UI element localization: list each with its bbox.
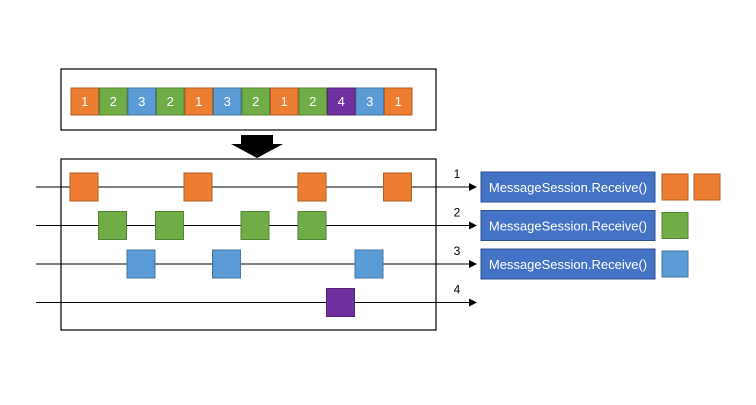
queue-message-label: 3 [366, 94, 373, 109]
queue-message-blue [213, 87, 242, 116]
session-message-green [98, 211, 127, 240]
queue-message-orange [184, 87, 213, 116]
session-message-orange [183, 172, 213, 202]
session-rows: 1MessageSession.Receive()2MessageSession… [36, 167, 721, 317]
session-message-blue [212, 249, 241, 279]
queue-message-green [298, 87, 327, 116]
queue-message-blue [127, 87, 156, 116]
queue-message-blue [355, 87, 384, 116]
queue-message-label: 2 [309, 94, 316, 109]
queue-message-green [99, 87, 128, 116]
receive-box [480, 248, 656, 280]
session-label: 2 [454, 206, 461, 220]
session-message-green [155, 211, 184, 240]
received-message-green [661, 212, 689, 239]
session-message-orange [383, 172, 412, 202]
queue-message-orange [384, 87, 413, 116]
queue-message-green [156, 87, 185, 116]
receive-label: MessageSession.Receive() [489, 257, 647, 272]
received-message-blue [661, 250, 689, 278]
queue-message-label: 3 [138, 94, 145, 109]
queue-message-label: 2 [167, 94, 174, 109]
session-label: 1 [454, 167, 461, 181]
queue-message-label: 3 [224, 94, 231, 109]
queue-message-label: 2 [110, 94, 117, 109]
receive-box [480, 171, 656, 203]
queue-message-label: 2 [252, 94, 259, 109]
queue-message-orange [70, 87, 99, 116]
queue-message-green [241, 87, 270, 116]
session-message-green [297, 211, 327, 240]
queue-message-label: 4 [338, 94, 345, 109]
session-message-purple [326, 288, 355, 317]
receive-box [480, 210, 656, 241]
queue-message-purple [327, 87, 356, 116]
session-label: 4 [454, 283, 461, 297]
queue-message-orange [270, 87, 299, 116]
down-arrow-icon [231, 135, 283, 158]
session-message-orange [69, 172, 99, 202]
session-message-blue [354, 249, 384, 279]
session-message-blue [126, 249, 156, 279]
queue-message-label: 1 [81, 94, 88, 109]
receive-label: MessageSession.Receive() [489, 219, 647, 234]
queue-message-label: 1 [395, 94, 402, 109]
queue-messages: 1 2 3 2 1 3 2 1 2 4 3 1 [70, 87, 413, 116]
queue-message-label: 1 [195, 94, 202, 109]
session-box [60, 158, 437, 331]
session-label: 3 [454, 244, 461, 258]
session-message-green [240, 211, 270, 240]
session-message-orange [297, 172, 327, 202]
queue-message-label: 1 [281, 94, 288, 109]
receive-label: MessageSession.Receive() [489, 180, 647, 195]
received-message-orange [693, 173, 721, 201]
received-message-orange [661, 173, 689, 201]
